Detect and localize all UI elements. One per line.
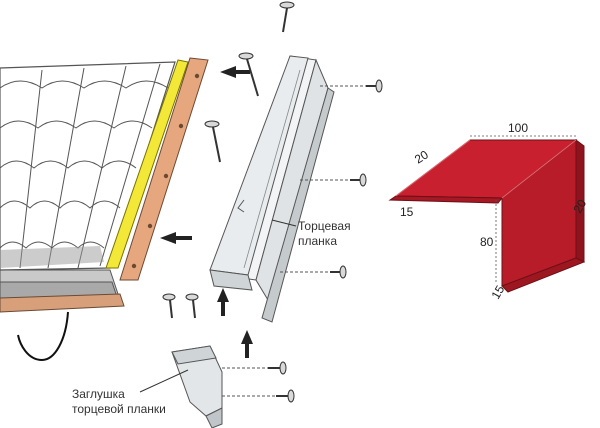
fascia-board [119, 57, 209, 281]
end-cap-label-line1: Заглушка [72, 387, 125, 401]
red-profile [388, 135, 586, 293]
end-strip-label-line1: Торцевая [298, 219, 351, 233]
profile-dimensions: 100 20 15 80 20 15 [400, 121, 589, 302]
end-cap-label-line2: торцевой планки [72, 402, 166, 416]
end-strip-lip [209, 269, 253, 291]
dimension-lines [470, 135, 576, 284]
end-strip-drip [261, 87, 335, 323]
red-profile-bottom-hem [501, 257, 586, 293]
screw-icon [204, 120, 221, 163]
screw-icon [238, 52, 259, 97]
screw-icon [222, 361, 287, 375]
arrow-icon [160, 232, 192, 244]
gutter-hook [17, 311, 69, 362]
screw-icon [222, 389, 295, 403]
screws-top [204, 1, 295, 163]
fascia-nail-holes [131, 73, 200, 269]
roof-assembly [0, 57, 209, 362]
arrow-icon [220, 66, 250, 78]
end-strip [209, 55, 335, 323]
end-strip-label: Торцевая планка [271, 219, 351, 248]
screw-icon [185, 293, 199, 319]
arrow-icon [217, 288, 229, 316]
screw-icon [300, 173, 367, 187]
seal-strip [105, 59, 189, 269]
assembly-arrows [160, 66, 253, 358]
screw-icon [280, 265, 347, 279]
dim-bottom-hem: 15 [488, 283, 507, 302]
roof-bottom-board [0, 293, 125, 313]
arrow-icon [241, 330, 253, 358]
end-cap-tab [205, 407, 223, 428]
dim-left-hem: 15 [400, 205, 414, 219]
dim-right-flange: 20 [570, 197, 589, 216]
end-cap-top [171, 345, 217, 365]
dim-height: 80 [480, 235, 494, 249]
dim-left-top: 20 [412, 147, 431, 166]
dim-top: 100 [508, 121, 528, 135]
screw-icon [279, 1, 295, 33]
screws-side [280, 79, 383, 279]
roof-tile-shadows [0, 246, 104, 268]
end-strip-label-line2: планка [298, 234, 337, 248]
screw-icon [162, 293, 176, 319]
screw-icon [320, 79, 383, 93]
end-cap-assembly: Заглушка торцевой планки [72, 293, 295, 428]
